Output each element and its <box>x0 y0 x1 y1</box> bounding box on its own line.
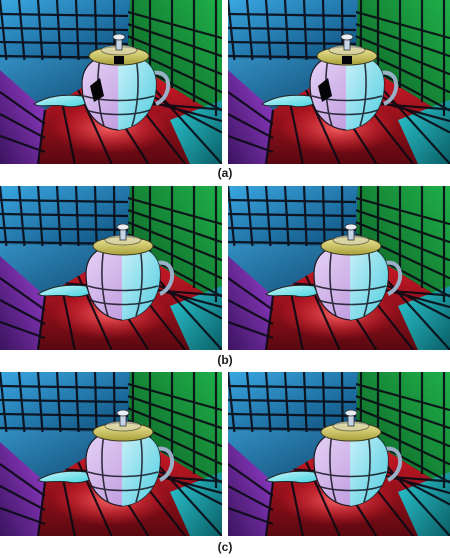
teapot-render-icon <box>0 186 222 350</box>
teapot-render-icon <box>228 186 450 350</box>
caption-b: (b) <box>217 353 233 367</box>
teapot-render-icon <box>228 0 450 164</box>
caption-a: (a) <box>217 166 233 180</box>
teapot-render-icon <box>0 372 222 536</box>
panel-b-right <box>228 186 450 350</box>
teapot-render-icon <box>228 372 450 536</box>
caption-c: (c) <box>217 540 233 554</box>
panel-a-right <box>228 0 450 164</box>
panel-a-left <box>0 0 222 164</box>
teapot-render-icon <box>0 0 222 164</box>
panel-c-left <box>0 372 222 536</box>
panel-b-left <box>0 186 222 350</box>
panel-c-right <box>228 372 450 536</box>
